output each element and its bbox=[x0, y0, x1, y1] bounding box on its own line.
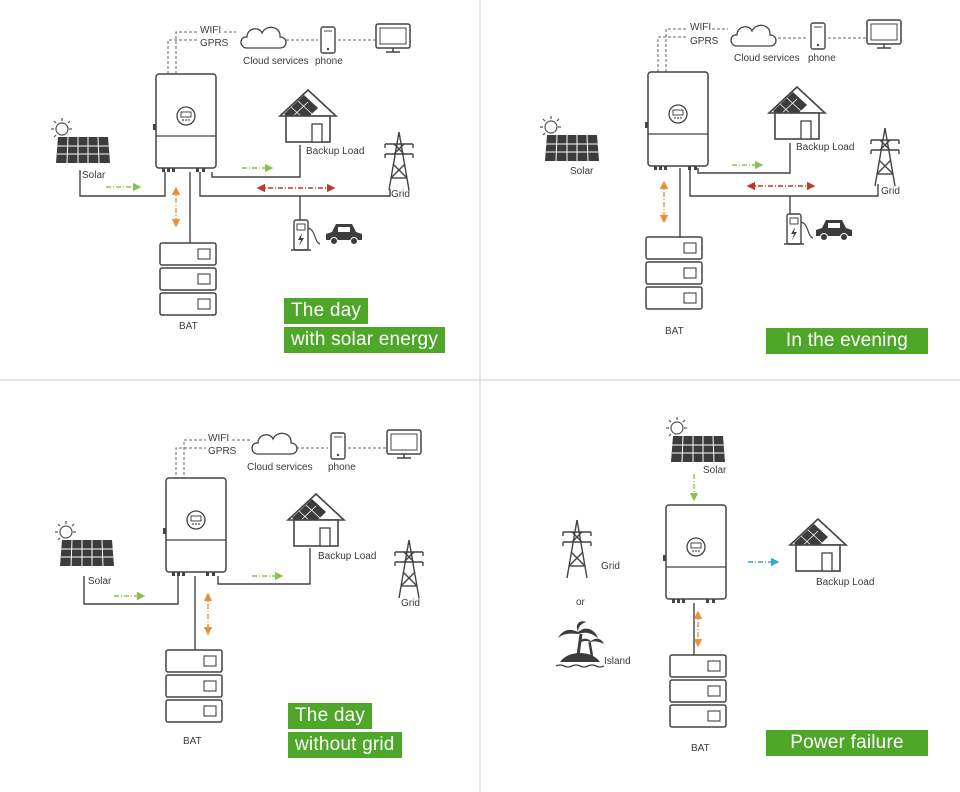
cloud-label: Cloud services bbox=[734, 53, 800, 64]
ev-charger-icon bbox=[290, 219, 321, 251]
backup-load-label: Backup Load bbox=[306, 146, 365, 157]
solar-panel-icon bbox=[54, 520, 115, 567]
gprs-label: GPRS bbox=[690, 36, 719, 47]
inverter-icon bbox=[152, 73, 217, 173]
bat-label: BAT bbox=[691, 743, 710, 754]
phone-label: phone bbox=[808, 53, 836, 64]
car-icon bbox=[325, 223, 363, 245]
inverter-icon bbox=[644, 71, 709, 171]
caption-line-2: without grid bbox=[288, 732, 402, 758]
or-label: or bbox=[576, 597, 585, 608]
cloud-label: Cloud services bbox=[247, 462, 313, 473]
flow-arrows bbox=[659, 160, 816, 224]
flow-arrows bbox=[689, 474, 780, 648]
wiring bbox=[83, 548, 311, 650]
comm-lines bbox=[175, 439, 386, 480]
grid-label: Grid bbox=[401, 598, 420, 609]
caption-line-2: with solar energy bbox=[284, 327, 446, 353]
island-label: Island bbox=[604, 656, 631, 667]
ev-charger-icon bbox=[783, 213, 814, 245]
panel-power-failure bbox=[555, 416, 847, 728]
cloud-label: Cloud services bbox=[243, 56, 309, 67]
battery-stack-icon bbox=[159, 242, 217, 316]
backup-load-label: Backup Load bbox=[796, 142, 855, 153]
gprs-label: GPRS bbox=[208, 446, 237, 457]
wiring bbox=[79, 145, 391, 243]
phone-label: phone bbox=[328, 462, 356, 473]
wifi-label: WIFI bbox=[208, 433, 230, 444]
solar-label: Solar bbox=[82, 170, 106, 181]
grid-label: Grid bbox=[881, 186, 900, 197]
wifi-label: WIFI bbox=[690, 22, 712, 33]
battery-stack-icon bbox=[165, 649, 223, 723]
backup-load-label: Backup Load bbox=[318, 551, 377, 562]
grid-label: Grid bbox=[391, 189, 410, 200]
comm-lines bbox=[167, 31, 376, 74]
house-icon bbox=[768, 86, 826, 140]
comm-lines bbox=[657, 28, 866, 72]
transmission-tower-icon bbox=[384, 131, 414, 191]
solar-label: Solar bbox=[88, 576, 112, 587]
caption-line-1: The day bbox=[284, 298, 369, 324]
inverter-icon bbox=[662, 504, 727, 604]
inverter-icon bbox=[162, 477, 227, 577]
flow-arrows bbox=[106, 163, 336, 228]
wifi-label: WIFI bbox=[200, 25, 222, 36]
transmission-tower-icon bbox=[562, 519, 592, 579]
monitor-icon bbox=[375, 23, 411, 53]
solar-label: Solar bbox=[570, 166, 594, 177]
battery-stack-icon bbox=[669, 654, 727, 728]
caption-line-1: Power failure bbox=[766, 730, 928, 756]
car-icon bbox=[815, 219, 853, 241]
transmission-tower-icon bbox=[870, 127, 900, 187]
phone-label: phone bbox=[315, 56, 343, 67]
panel-evening bbox=[539, 19, 902, 310]
bat-label: BAT bbox=[183, 736, 202, 747]
wiring bbox=[679, 143, 879, 237]
gprs-label: GPRS bbox=[200, 38, 229, 49]
flow-arrows bbox=[114, 571, 284, 636]
bat-label: BAT bbox=[179, 321, 198, 332]
solar-panel-icon bbox=[539, 115, 600, 162]
monitor-icon bbox=[386, 429, 422, 459]
cloud-icon bbox=[730, 24, 777, 47]
phone-icon bbox=[810, 22, 826, 50]
battery-stack-icon bbox=[645, 236, 703, 310]
cloud-icon bbox=[240, 26, 287, 49]
house-icon bbox=[279, 89, 337, 143]
cloud-icon bbox=[251, 432, 298, 455]
phone-icon bbox=[320, 26, 336, 54]
solar-panel-icon bbox=[50, 117, 111, 164]
house-icon bbox=[789, 518, 847, 572]
house-icon bbox=[287, 493, 345, 547]
backup-load-label: Backup Load bbox=[816, 577, 875, 588]
panel-day-no-grid bbox=[54, 429, 424, 723]
solar-panel-icon bbox=[665, 416, 726, 463]
solar-label: Solar bbox=[703, 465, 727, 476]
panel-day-solar bbox=[50, 23, 414, 316]
caption-line-1: In the evening bbox=[766, 328, 928, 354]
transmission-tower-icon bbox=[394, 539, 424, 599]
bat-label: BAT bbox=[665, 326, 684, 337]
monitor-icon bbox=[866, 19, 902, 49]
phone-icon bbox=[330, 432, 346, 460]
island-icon bbox=[555, 620, 605, 668]
grid-label: Grid bbox=[601, 561, 620, 572]
caption-line-1: The day bbox=[288, 703, 373, 729]
